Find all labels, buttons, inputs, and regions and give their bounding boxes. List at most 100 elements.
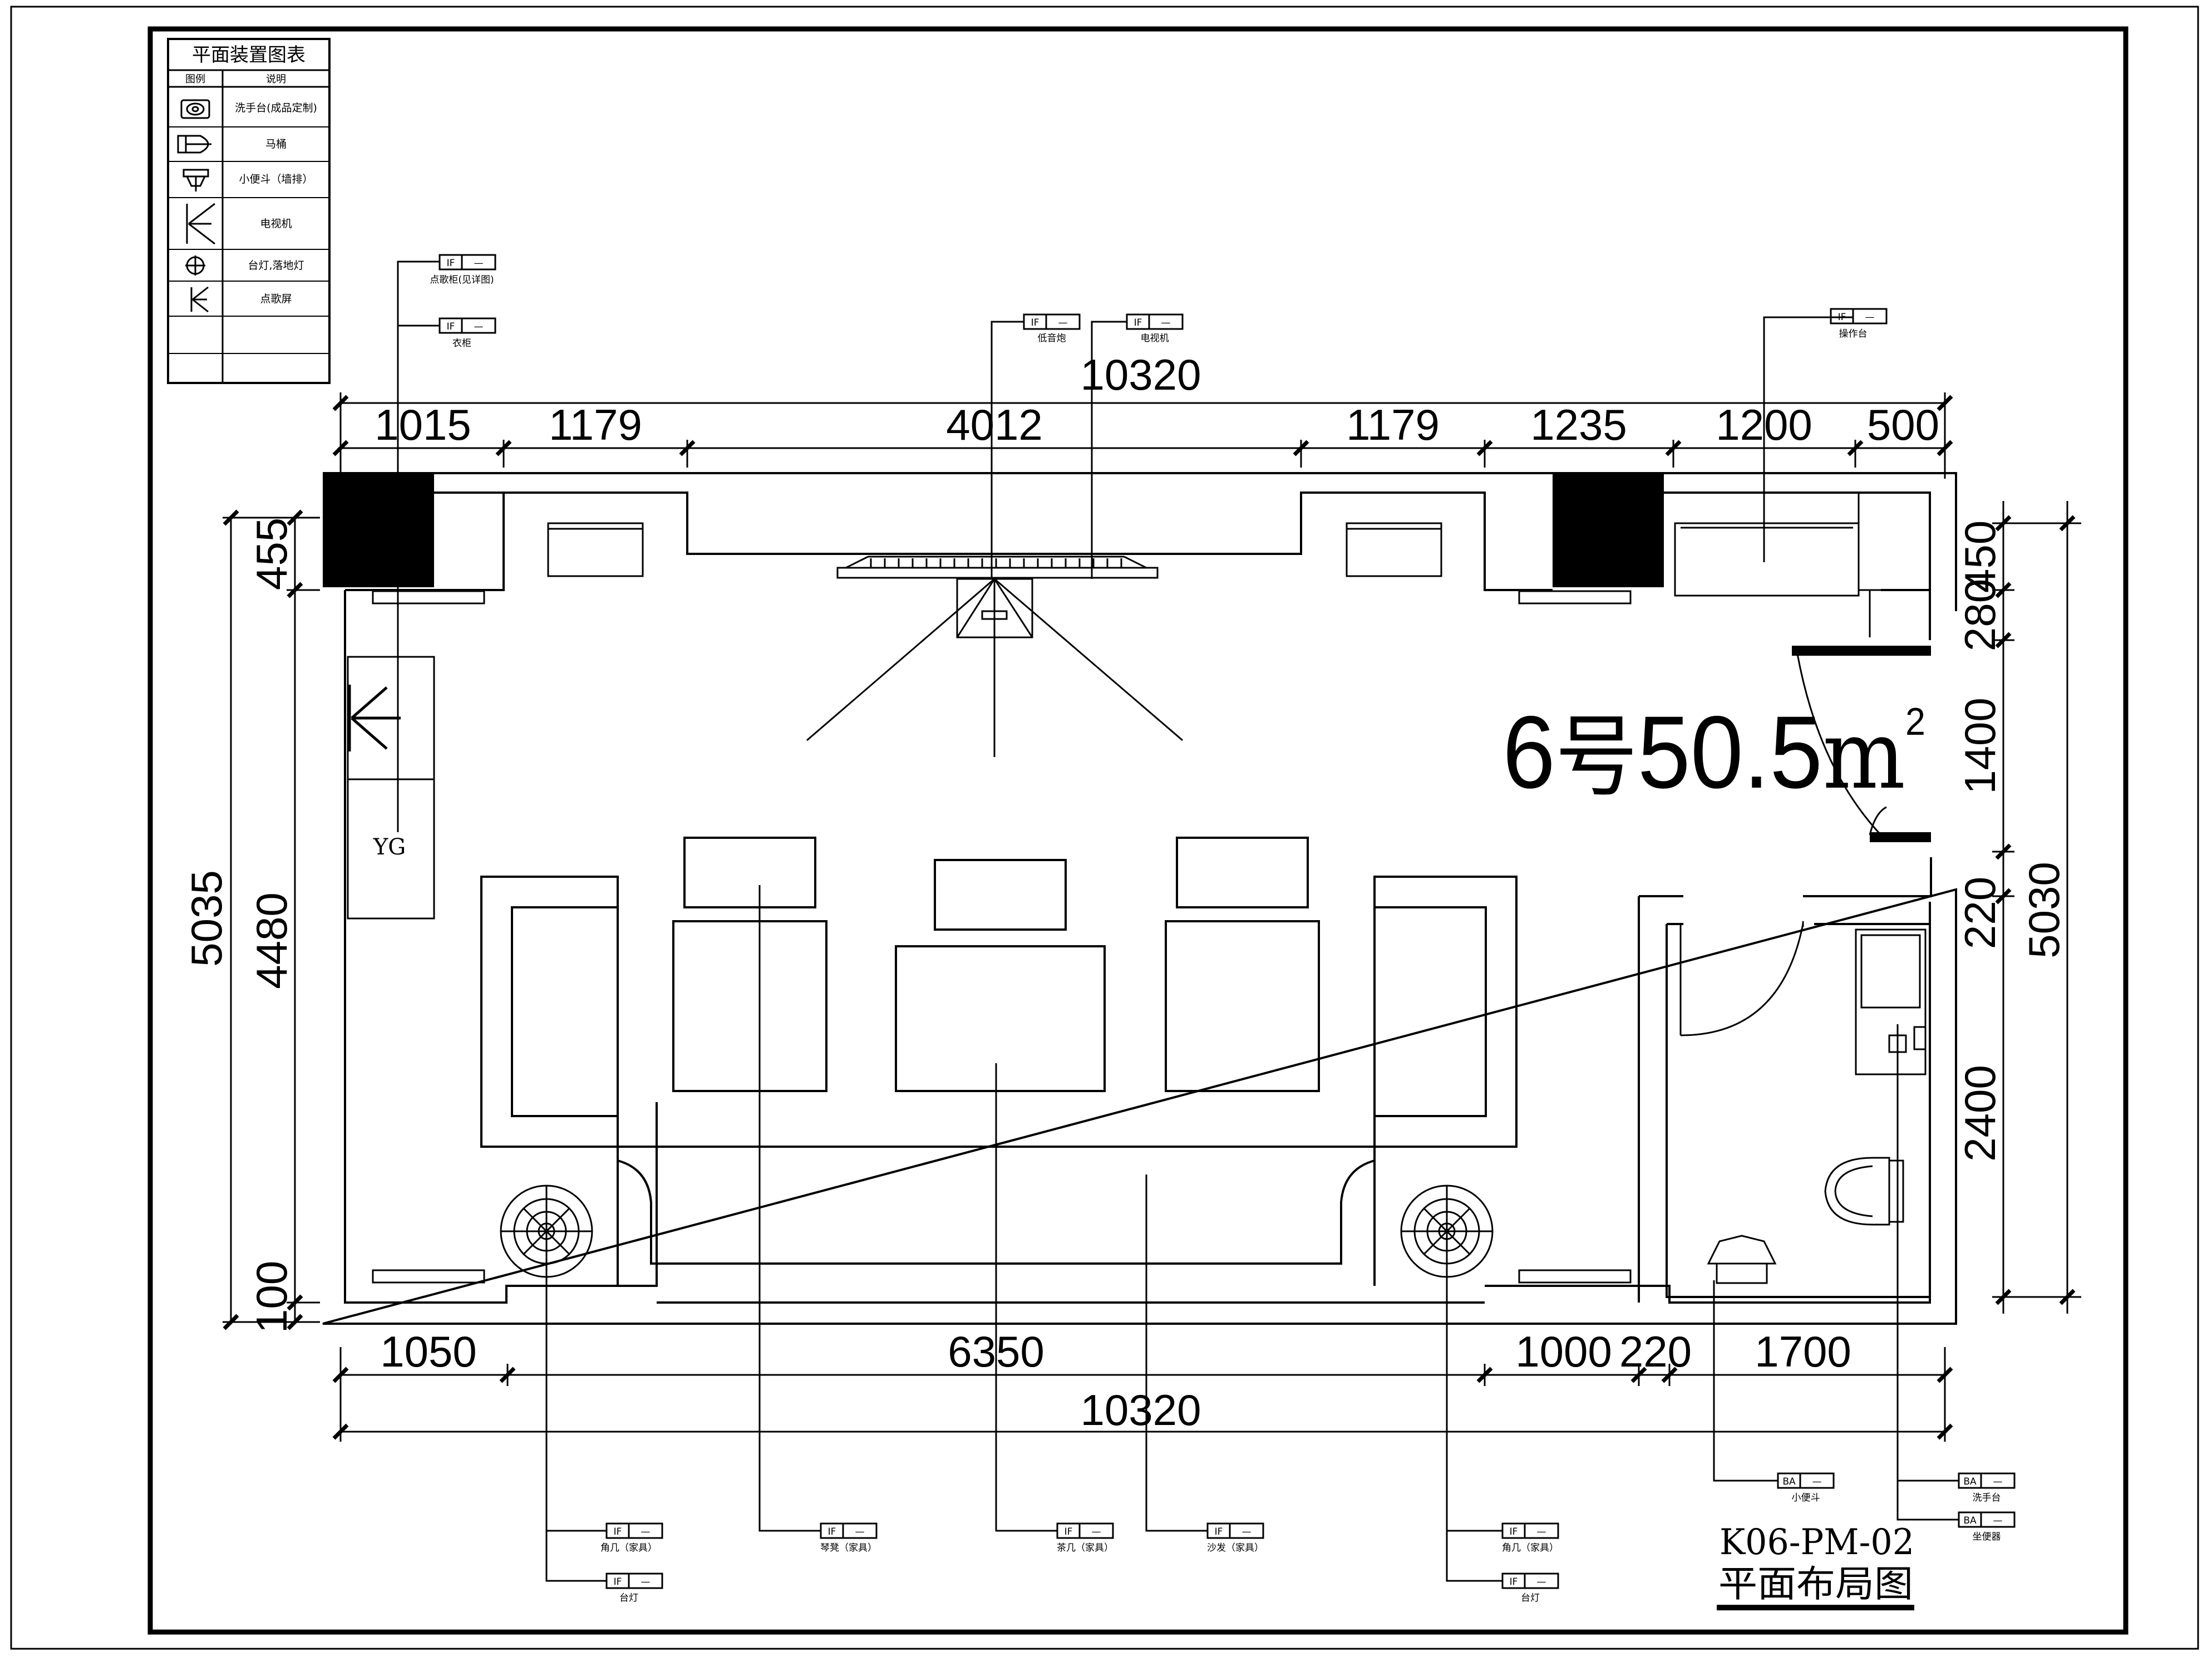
tag-code: IF — [1510, 1526, 1518, 1537]
legend-table — [167, 38, 331, 384]
yg-label: YG — [373, 834, 406, 860]
dim-bottom-seg-5: 1700 — [1755, 1327, 1851, 1376]
left-dimension-lines — [223, 517, 320, 1323]
dim-top-seg-1: 1015 — [375, 400, 471, 449]
tag-label: 洗手台 — [1973, 1492, 2001, 1503]
tag-label: 角几（家具） — [600, 1542, 657, 1554]
drawing-frame — [147, 26, 2129, 1635]
tv-icon — [186, 203, 215, 245]
tag-label: 坐便器 — [1973, 1531, 2001, 1542]
tag-num: — — [474, 258, 484, 269]
tag-code: IF — [828, 1526, 836, 1537]
tag-label: 低音炮 — [1038, 333, 1066, 344]
dim-top-seg-7: 500 — [1867, 400, 1939, 449]
furniture — [480, 837, 1518, 1286]
tag-code: IF — [614, 1576, 622, 1588]
bathroom-door — [1679, 921, 1804, 1036]
tag-code: IF — [1838, 312, 1846, 323]
legend-label-tv: 电视机 — [260, 218, 292, 230]
tag-num: — — [1092, 1526, 1101, 1537]
toilet-fixture — [1824, 1157, 1904, 1226]
drawing-title: 平面布局图 — [1718, 1562, 1913, 1605]
dim-bottom-seg-3: 1000 — [1515, 1327, 1612, 1376]
tag-num: — — [1161, 317, 1171, 328]
tag-code: BA — [1963, 1515, 1977, 1526]
tag-label: 角几（家具） — [1502, 1542, 1559, 1554]
tag-boxes — [439, 254, 2016, 1589]
tag-num: — — [1058, 317, 1068, 328]
entrance-door — [1796, 653, 1887, 836]
tag-code: BA — [1963, 1476, 1977, 1487]
tag-num: — — [1812, 1476, 1822, 1487]
washbasin-fixture — [1855, 928, 1927, 1075]
dim-right-seg-5: 2400 — [1955, 1065, 2004, 1162]
top-cabinets — [372, 492, 1931, 637]
legend-label-lamp: 台灯,落地灯 — [248, 259, 304, 272]
legend-col-desc: 说明 — [266, 73, 286, 85]
tag-label: 台灯 — [619, 1593, 638, 1604]
walls — [322, 472, 1957, 1325]
dim-top-seg-3: 4012 — [946, 400, 1043, 449]
tag-num: — — [641, 1526, 651, 1537]
dim-right-seg-4: 220 — [1955, 877, 2004, 949]
song-screen-icon — [190, 286, 209, 313]
dim-bottom-seg-1: 1050 — [380, 1327, 477, 1376]
tag-code: IF — [447, 321, 455, 332]
tag-label: 点歌柜(见详图) — [430, 274, 494, 286]
dim-top-total: 10320 — [1081, 350, 1201, 399]
dim-top-seg-5: 1235 — [1530, 400, 1627, 449]
song-screen-symbol — [348, 685, 401, 751]
toilet-icon — [177, 135, 211, 154]
tag-label: 琴凳（家具） — [820, 1542, 877, 1554]
dim-left-outer: 5035 — [182, 870, 231, 967]
tag-num: — — [1537, 1526, 1546, 1537]
tag-code: IF — [447, 258, 455, 269]
room-area-label: 6号50.5m2 — [1502, 695, 1925, 810]
tag-label: 电视机 — [1141, 333, 1169, 344]
drawing-code: K06-PM-02 — [1720, 1522, 1914, 1563]
top-dimension-lines — [339, 392, 1946, 479]
projection-lines — [806, 578, 1183, 757]
lamp-icon — [185, 255, 205, 276]
legend-col-symbol: 图例 — [185, 73, 205, 85]
tag-num: — — [641, 1576, 651, 1588]
tag-label: 小便斗 — [1792, 1492, 1820, 1503]
right-dimension-ticks — [1995, 515, 2076, 1305]
dim-left-bottom: 100 — [247, 1261, 296, 1333]
bottom-dimension-lines — [339, 1347, 1946, 1442]
sheet-border — [10, 6, 2199, 1650]
dim-left-inner: 4480 — [247, 892, 296, 989]
tag-code: IF — [614, 1526, 622, 1537]
bottom-dimension-ticks — [332, 1367, 1953, 1440]
tag-label: 操作台 — [1839, 328, 1868, 340]
tag-num: — — [1993, 1515, 2003, 1526]
dim-top-seg-2: 1179 — [549, 400, 642, 449]
tag-code: IF — [1065, 1526, 1073, 1537]
left-dimension-ticks — [223, 509, 303, 1330]
legend-label-washbasin: 洗手台(成品定制) — [235, 102, 317, 114]
washbasin-icon — [180, 99, 210, 119]
top-dimension-ticks — [332, 395, 1953, 456]
dim-bottom-total: 10320 — [1081, 1385, 1201, 1434]
door-stop-top — [1792, 646, 1931, 656]
tag-num: — — [1242, 1526, 1252, 1537]
tag-label: 衣柜 — [452, 338, 471, 349]
left-cabinet — [347, 656, 435, 920]
dim-top-seg-4: 1179 — [1346, 400, 1440, 449]
tag-num: — — [855, 1526, 865, 1537]
dim-right-outer: 5030 — [2019, 862, 2068, 959]
dim-bottom-seg-4: 220 — [1619, 1327, 1692, 1376]
legend-title: 平面装置图表 — [192, 44, 306, 66]
urinal-icon — [183, 169, 209, 191]
dim-right-seg-1: 450 — [1955, 520, 2004, 593]
tag-code: BA — [1782, 1476, 1796, 1487]
legend-label-toilet: 马桶 — [265, 138, 287, 150]
tag-label: 茶几（家具） — [1057, 1542, 1114, 1554]
wall-block-left — [323, 473, 434, 587]
legend-label-urinal: 小便斗（墙排） — [239, 173, 313, 185]
tag-num: — — [1993, 1476, 2003, 1487]
tag-code: IF — [1215, 1526, 1223, 1537]
tag-num: — — [474, 321, 484, 332]
tag-code: IF — [1134, 317, 1142, 328]
